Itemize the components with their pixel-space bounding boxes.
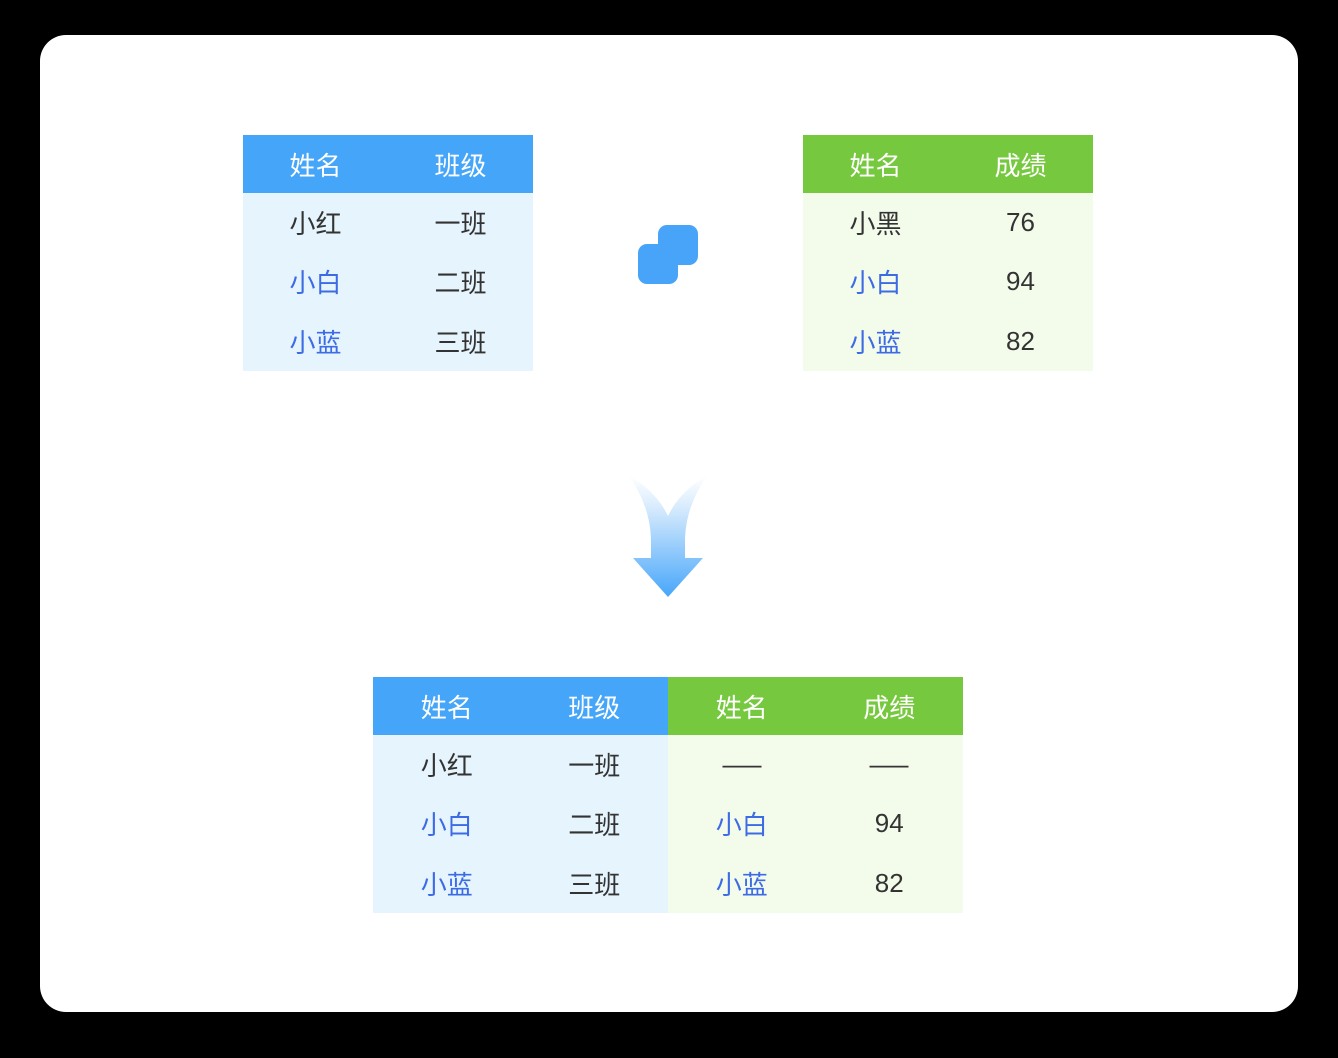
table-header-row: 姓名 班级	[373, 677, 668, 735]
table-row: 小蓝 三班	[373, 854, 668, 913]
cell-name: 小蓝	[849, 327, 902, 358]
cell-name-empty: —	[722, 749, 762, 780]
cell-name: 小黑	[849, 209, 902, 240]
cell-score: 94	[1006, 266, 1035, 297]
table-row: 小蓝 82	[803, 312, 1093, 371]
table-header-row: 姓名 成绩	[668, 677, 963, 735]
source-table-score: 姓名 成绩 小黑 76 小白 94 小蓝 82	[803, 135, 1093, 371]
header-cell-name: 姓名	[715, 692, 768, 723]
cell-name: 小白	[420, 810, 473, 841]
cell-name: 小红	[289, 209, 342, 240]
table-body: 小红 一班 小白 二班 小蓝 三班	[373, 735, 668, 913]
source-table-class: 姓名 班级 小红 一班 小白 二班 小蓝 三班	[243, 135, 533, 371]
header-cell-score: 成绩	[994, 150, 1047, 181]
merge-icon-front-square	[658, 225, 698, 265]
header-cell-score: 成绩	[863, 692, 916, 723]
cell-name: 小白	[715, 810, 768, 841]
header-cell-name: 姓名	[289, 150, 342, 181]
table-body: 小红 一班 小白 二班 小蓝 三班	[243, 193, 533, 371]
cell-score: 82	[874, 867, 904, 898]
header-cell-class: 班级	[434, 150, 487, 181]
cell-class: 一班	[434, 209, 487, 240]
cell-score: 82	[1006, 325, 1035, 356]
cell-name: 小红	[420, 751, 473, 782]
cell-name: 小白	[849, 268, 902, 299]
table-body: — — 小白 94 小蓝 82	[668, 735, 963, 913]
cell-score: 94	[874, 808, 904, 839]
result-table-class-half: 姓名 班级 小红 一班 小白 二班 小蓝 三班	[373, 677, 668, 913]
cell-class: 二班	[434, 268, 487, 299]
down-arrow-icon	[629, 476, 707, 597]
table-header-row: 姓名 班级	[243, 135, 533, 193]
table-row: 小蓝 三班	[243, 312, 533, 371]
cell-score-empty: —	[869, 749, 909, 780]
table-row: 小白 94	[668, 794, 963, 853]
cell-score: 76	[1006, 207, 1035, 238]
result-table: 姓名 班级 小红 一班 小白 二班 小蓝 三班 姓名	[373, 677, 963, 913]
table-row: 小白 94	[803, 252, 1093, 311]
table-row: 小红 一班	[243, 193, 533, 252]
table-row: 小白 二班	[373, 794, 668, 853]
table-row: 小黑 76	[803, 193, 1093, 252]
cell-name: 小蓝	[715, 869, 768, 900]
illustration-card: 姓名 班级 小红 一班 小白 二班 小蓝 三班 姓名 成绩	[40, 35, 1298, 1012]
table-row: — —	[668, 735, 963, 794]
cell-class: 三班	[568, 869, 621, 900]
header-cell-name: 姓名	[849, 150, 902, 181]
cell-name: 小白	[289, 268, 342, 299]
merge-icon	[638, 225, 698, 284]
table-row: 小白 二班	[243, 252, 533, 311]
result-table-score-half: 姓名 成绩 — — 小白 94 小蓝 82	[668, 677, 963, 913]
table-row: 小红 一班	[373, 735, 668, 794]
cell-class: 一班	[568, 751, 621, 782]
cell-name: 小蓝	[420, 869, 473, 900]
table-body: 小黑 76 小白 94 小蓝 82	[803, 193, 1093, 371]
cell-class: 三班	[434, 327, 487, 358]
cell-class: 二班	[568, 810, 621, 841]
header-cell-name: 姓名	[420, 692, 473, 723]
table-row: 小蓝 82	[668, 854, 963, 913]
header-cell-class: 班级	[568, 692, 621, 723]
cell-name: 小蓝	[289, 327, 342, 358]
table-header-row: 姓名 成绩	[803, 135, 1093, 193]
